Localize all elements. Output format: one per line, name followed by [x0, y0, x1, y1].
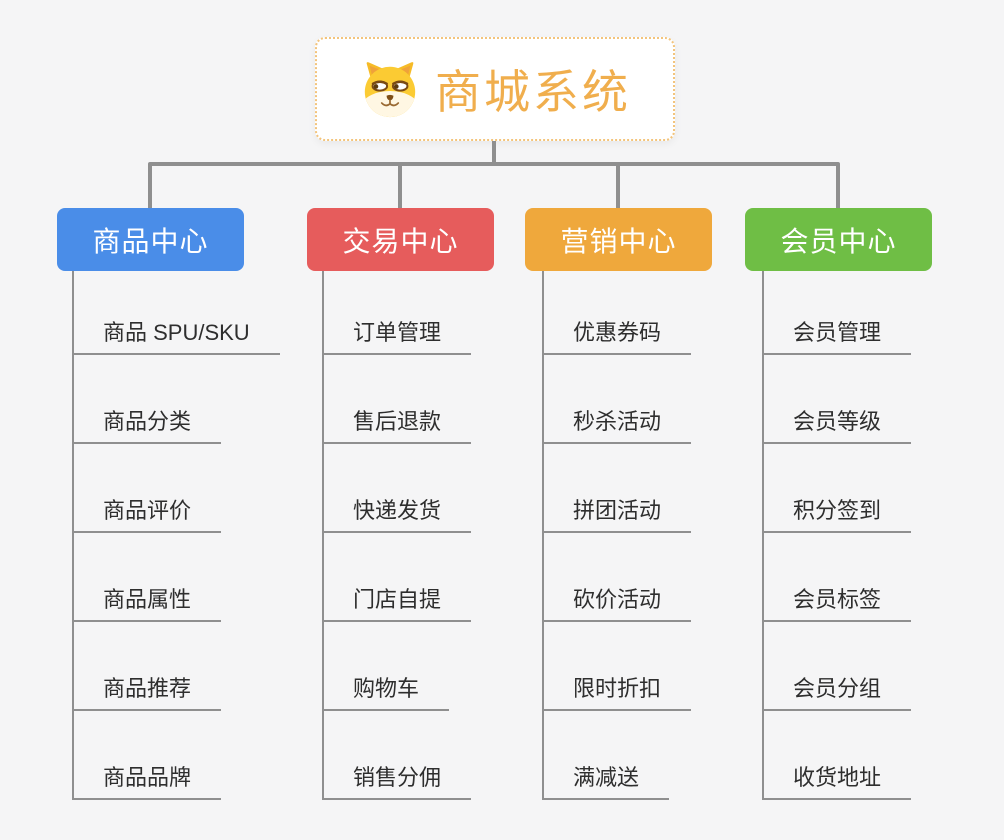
- leaf-node[interactable]: 商品评价: [72, 493, 222, 533]
- connector-root-stem: [492, 141, 496, 166]
- leaf-node[interactable]: 售后退款: [322, 404, 472, 444]
- leaf-node[interactable]: 拼团活动: [542, 493, 692, 533]
- leaf-node[interactable]: 商品推荐: [72, 671, 222, 711]
- connector-spine-member: [762, 271, 764, 800]
- leaf-node[interactable]: 会员等级: [762, 404, 912, 444]
- root-title: 商城系统: [435, 66, 631, 118]
- branch-column-marketing: 优惠券码 秒杀活动 拼团活动 砍价活动 限时折扣 满减送: [542, 266, 792, 800]
- branch-node-goods[interactable]: 商品中心: [57, 208, 244, 271]
- connector-spine-marketing: [542, 271, 544, 800]
- branch-column-member: 会员管理 会员等级 积分签到 会员标签 会员分组 收货地址: [762, 266, 1004, 800]
- leaf-node[interactable]: 会员管理: [762, 315, 912, 355]
- connector-spine-trade: [322, 271, 324, 800]
- branch-column-goods: 商品 SPU/SKU 商品分类 商品评价 商品属性 商品推荐 商品品牌: [72, 266, 322, 800]
- connector-drop-goods: [148, 164, 152, 208]
- connector-spine-goods: [72, 271, 74, 800]
- leaf-node[interactable]: 秒杀活动: [542, 404, 692, 444]
- leaf-node[interactable]: 快递发货: [322, 493, 472, 533]
- leaf-node[interactable]: 订单管理: [322, 315, 472, 355]
- root-node[interactable]: 商城系统: [315, 37, 675, 141]
- leaf-node[interactable]: 会员分组: [762, 671, 912, 711]
- leaf-node[interactable]: 商品属性: [72, 582, 222, 622]
- branch-node-member[interactable]: 会员中心: [745, 208, 932, 271]
- leaf-node[interactable]: 优惠券码: [542, 315, 692, 355]
- leaf-node[interactable]: 商品分类: [72, 404, 222, 444]
- connector-drop-trade: [398, 164, 402, 208]
- leaf-node[interactable]: 会员标签: [762, 582, 912, 622]
- leaf-node[interactable]: 砍价活动: [542, 582, 692, 622]
- leaf-node[interactable]: 收货地址: [762, 760, 912, 800]
- dog-face-icon: [359, 58, 421, 120]
- leaf-node[interactable]: 购物车: [322, 671, 450, 711]
- leaf-node[interactable]: 积分签到: [762, 493, 912, 533]
- connector-drop-marketing: [616, 164, 620, 208]
- leaf-node[interactable]: 限时折扣: [542, 671, 692, 711]
- leaf-node[interactable]: 商品品牌: [72, 760, 222, 800]
- branch-column-trade: 订单管理 售后退款 快递发货 门店自提 购物车 销售分佣: [322, 266, 572, 800]
- branch-node-marketing[interactable]: 营销中心: [525, 208, 712, 271]
- leaf-node[interactable]: 销售分佣: [322, 760, 472, 800]
- connector-drop-member: [836, 164, 840, 208]
- connector-horizontal: [148, 162, 840, 166]
- leaf-node[interactable]: 满减送: [542, 760, 670, 800]
- leaf-node[interactable]: 门店自提: [322, 582, 472, 622]
- leaf-node[interactable]: 商品 SPU/SKU: [72, 315, 280, 355]
- branch-node-trade[interactable]: 交易中心: [307, 208, 494, 271]
